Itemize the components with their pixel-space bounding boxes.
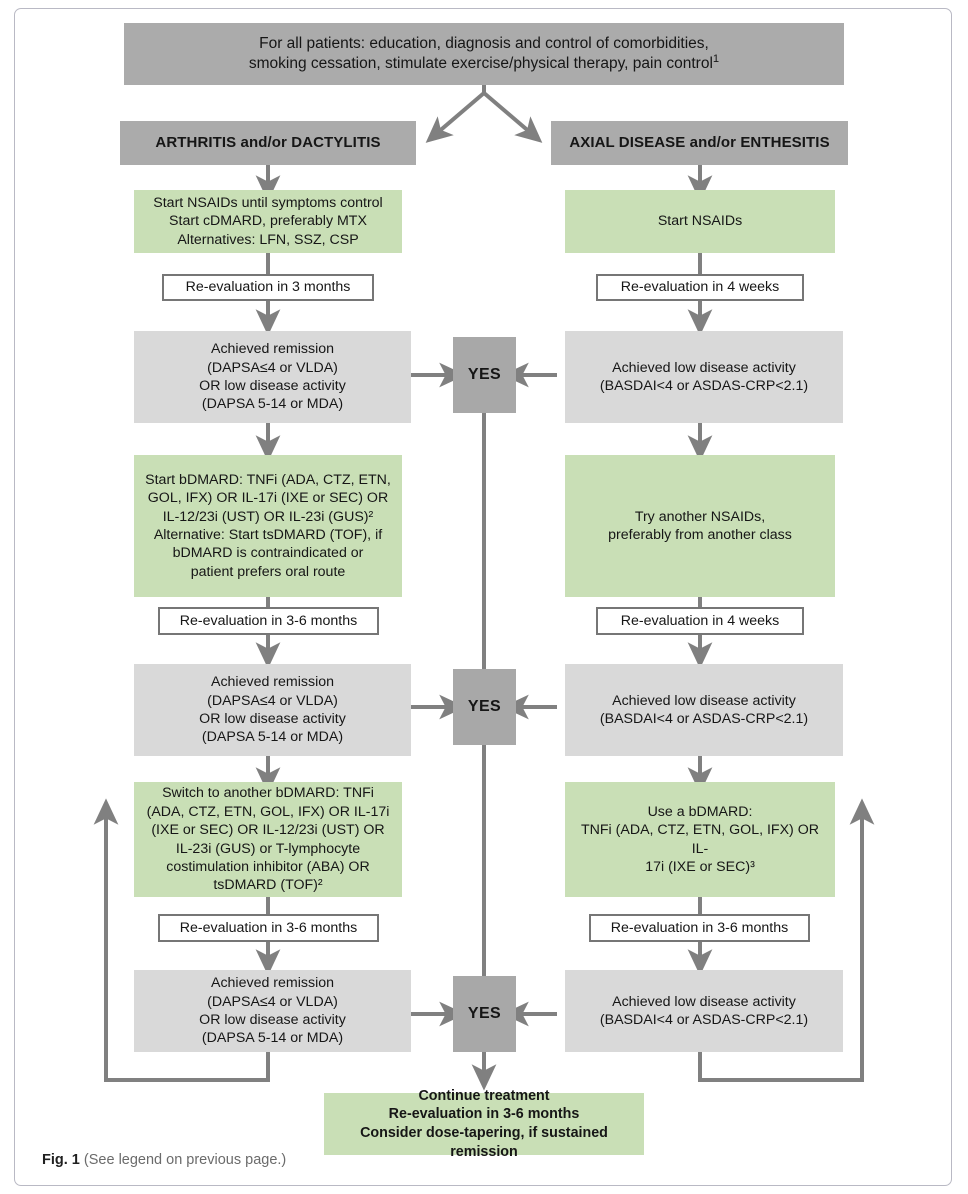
left-treatment-1-line-1: Start NSAIDs until symptoms control xyxy=(153,194,383,211)
left-treatment-1-line-3: Alternatives: LFN, SSZ, CSP xyxy=(177,231,359,248)
outcome-line-3: Consider dose-tapering, if sustained rem… xyxy=(360,1125,608,1160)
left-assessment-1-line-3: OR low disease activity xyxy=(199,378,346,394)
right-assessment-3: Achieved low disease activity (BASDAI<4 … xyxy=(565,970,843,1052)
outcome-line-1: Continue treatment xyxy=(418,1087,550,1104)
left-assessment-2-line-4: (DAPSA 5-14 or MDA) xyxy=(201,729,344,746)
left-assessment-3-line-4: (DAPSA 5-14 or MDA) xyxy=(201,1030,344,1047)
left-reevaluation-2: Re-evaluation in 3-6 months xyxy=(158,607,379,635)
left-assessment-1-line-2: (DAPSA≤4 or VLDA) xyxy=(207,359,338,376)
banner-line-1: For all patients: education, diagnosis a… xyxy=(259,34,709,52)
yes-decision-1: YES xyxy=(453,337,516,413)
left-reevaluation-1: Re-evaluation in 3 months xyxy=(162,274,374,301)
left-treatment-1-line-2: Start cDMARD, preferably MTX xyxy=(169,213,367,230)
yes-decision-3: YES xyxy=(453,976,516,1052)
outcome-continue-treatment: Continue treatment Re-evaluation in 3-6 … xyxy=(324,1088,644,1160)
yes-decision-3-label: YES xyxy=(467,1004,502,1022)
right-treatment-3-line-2: TNFi (ADA, CTZ, ETN, GOL, IFX) OR IL- xyxy=(580,822,820,857)
yes-decision-2-label: YES xyxy=(467,697,502,715)
left-treatment-3-line-1: Switch to another bDMARD: TNFi xyxy=(162,785,374,802)
right-assessment-1-line-2: (BASDAI<4 or ASDAS-CRP<2.1) xyxy=(599,378,809,394)
right-treatment-1: Start NSAIDs xyxy=(565,190,835,253)
left-treatment-2-line-2: GOL, IFX) OR IL-17i (IXE or SEC) OR xyxy=(147,490,389,507)
left-assessment-2-line-3: OR low disease activity xyxy=(199,711,346,727)
outcome-line-2: Re-evaluation in 3-6 months xyxy=(388,1106,580,1123)
banner-for-all-patients: For all patients: education, diagnosis a… xyxy=(124,23,844,85)
figure-caption-text: (See legend on previous page.) xyxy=(83,1152,287,1168)
left-reevaluation-2-label: Re-evaluation in 3-6 months xyxy=(179,612,358,629)
right-reevaluation-3: Re-evaluation in 3-6 months xyxy=(589,914,810,942)
right-treatment-2-line-1: Try another NSAIDs, xyxy=(634,508,766,525)
right-reevaluation-1-label: Re-evaluation in 4 weeks xyxy=(620,279,780,296)
right-assessment-1: Achieved low disease activity (BASDAI<4 … xyxy=(565,331,843,423)
left-treatment-3-line-5: costimulation inhibitor (ABA) OR xyxy=(166,858,370,875)
left-assessment-3: Achieved remission (DAPSA≤4 or VLDA) OR … xyxy=(134,970,411,1052)
left-assessment-2-line-1: Achieved remission xyxy=(210,674,334,691)
right-reevaluation-3-label: Re-evaluation in 3-6 months xyxy=(610,919,789,936)
left-treatment-2-line-3: IL-12/23i (UST) OR IL-23i (GUS)² xyxy=(162,508,374,525)
left-reevaluation-3-label: Re-evaluation in 3-6 months xyxy=(179,919,358,936)
category-left-label: ARTHRITIS and/or DACTYLITIS xyxy=(155,134,381,152)
left-treatment-2-line-4: Alternative: Start tsDMARD (TOF), if xyxy=(153,527,383,543)
left-treatment-2-line-5: bDMARD is contraindicated or xyxy=(172,545,364,562)
left-assessment-1-line-4: (DAPSA 5-14 or MDA) xyxy=(201,396,344,413)
left-treatment-3-line-3: (IXE or SEC) OR IL-12/23i (UST) OR xyxy=(151,822,385,839)
category-arthritis-dactylitis: ARTHRITIS and/or DACTYLITIS xyxy=(120,121,416,165)
left-treatment-2-line-6: patient prefers oral route xyxy=(190,563,346,580)
left-assessment-2: Achieved remission (DAPSA≤4 or VLDA) OR … xyxy=(134,664,411,756)
left-treatment-3-line-2: (ADA, CTZ, ETN, GOL, IFX) OR IL-17i xyxy=(146,803,390,820)
right-reevaluation-1: Re-evaluation in 4 weeks xyxy=(596,274,804,301)
left-assessment-1: Achieved remission (DAPSA≤4 or VLDA) OR … xyxy=(134,331,411,423)
left-assessment-3-line-1: Achieved remission xyxy=(210,975,334,992)
category-right-label: AXIAL DISEASE and/or ENTHESITIS xyxy=(569,134,830,152)
left-treatment-2: Start bDMARD: TNFi (ADA, CTZ, ETN, GOL, … xyxy=(134,455,402,597)
right-reevaluation-2-label: Re-evaluation in 4 weeks xyxy=(620,612,780,629)
left-treatment-3-line-4: IL-23i (GUS) or T-lymphocyte xyxy=(175,840,361,857)
banner-superscript: 1 xyxy=(712,52,720,65)
right-assessment-2: Achieved low disease activity (BASDAI<4 … xyxy=(565,664,843,756)
right-assessment-1-line-1: Achieved low disease activity xyxy=(612,359,796,376)
right-treatment-1-line-1: Start NSAIDs xyxy=(657,213,743,230)
left-assessment-1-line-1: Achieved remission xyxy=(210,341,334,358)
right-reevaluation-2: Re-evaluation in 4 weeks xyxy=(596,607,804,635)
yes-decision-1-label: YES xyxy=(467,365,502,383)
figure-caption-label: Fig. 1 xyxy=(42,1152,80,1168)
left-assessment-3-line-2: (DAPSA≤4 or VLDA) xyxy=(207,993,338,1010)
banner-line-2: smoking cessation, stimulate exercise/ph… xyxy=(248,55,713,72)
left-reevaluation-3: Re-evaluation in 3-6 months xyxy=(158,914,379,942)
figure-caption: Fig. 1 (See legend on previous page.) xyxy=(42,1152,286,1168)
right-assessment-3-line-2: (BASDAI<4 or ASDAS-CRP<2.1) xyxy=(599,1012,809,1028)
right-treatment-3-line-3: 17i (IXE or SEC)³ xyxy=(645,858,755,875)
left-treatment-2-line-1: Start bDMARD: TNFi (ADA, CTZ, ETN, xyxy=(145,471,391,488)
left-assessment-3-line-3: OR low disease activity xyxy=(199,1012,346,1028)
right-assessment-2-line-2: (BASDAI<4 or ASDAS-CRP<2.1) xyxy=(599,711,809,727)
right-treatment-3-line-1: Use a bDMARD: xyxy=(647,803,753,820)
left-treatment-3: Switch to another bDMARD: TNFi (ADA, CTZ… xyxy=(134,782,402,897)
right-treatment-3: Use a bDMARD: TNFi (ADA, CTZ, ETN, GOL, … xyxy=(565,782,835,897)
right-treatment-2: Try another NSAIDs, preferably from anot… xyxy=(565,455,835,597)
right-treatment-2-line-2: preferably from another class xyxy=(608,527,792,543)
right-assessment-3-line-1: Achieved low disease activity xyxy=(612,993,796,1010)
left-assessment-2-line-2: (DAPSA≤4 or VLDA) xyxy=(207,692,338,709)
left-treatment-1: Start NSAIDs until symptoms control Star… xyxy=(134,190,402,253)
left-reevaluation-1-label: Re-evaluation in 3 months xyxy=(185,279,351,296)
yes-decision-2: YES xyxy=(453,669,516,745)
right-assessment-2-line-1: Achieved low disease activity xyxy=(612,692,796,709)
category-axial-disease-enthesitis: AXIAL DISEASE and/or ENTHESITIS xyxy=(551,121,848,165)
left-treatment-3-line-6: tsDMARD (TOF)² xyxy=(213,877,323,894)
